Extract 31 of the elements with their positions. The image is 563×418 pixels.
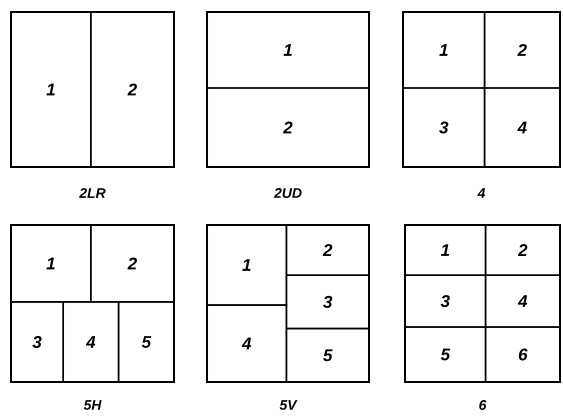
panel: 2 (90, 11, 175, 168)
panel: 3 (286, 274, 370, 330)
layout-caption: 4 (477, 188, 486, 198)
panel: 3 (402, 87, 486, 168)
panel: 3 (404, 274, 486, 328)
panel: 1 (404, 224, 486, 276)
panel: 1 (206, 11, 370, 89)
panel: 5 (404, 326, 486, 383)
panel: 1 (10, 11, 92, 168)
panel: 2 (484, 224, 561, 276)
panel: 4 (62, 301, 120, 383)
panel: 4 (206, 304, 288, 383)
panel: 1 (206, 224, 288, 306)
layout-caption: 6 (479, 400, 486, 410)
panel: 3 (10, 301, 64, 383)
panel: 1 (402, 11, 486, 89)
panel: 6 (484, 326, 561, 383)
panel: 2 (90, 224, 175, 303)
panel: 5 (118, 301, 175, 383)
panel: 2 (206, 87, 370, 168)
layout-caption: 2UD (274, 188, 302, 198)
panel: 4 (484, 87, 561, 168)
layout-caption: 5H (84, 400, 102, 410)
panel: 1 (10, 224, 92, 303)
layout-caption: 5V (280, 400, 298, 410)
layout-frame (10, 224, 175, 383)
panel: 2 (484, 11, 561, 89)
panel: 5 (286, 328, 370, 383)
panel: 4 (484, 274, 561, 328)
layout-caption: 2LR (79, 188, 106, 198)
panel: 2 (286, 224, 370, 276)
